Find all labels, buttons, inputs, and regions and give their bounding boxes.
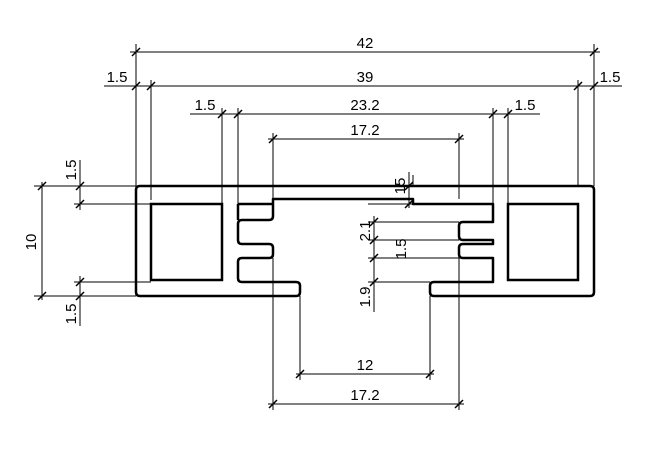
dim-top-skin: 1.5	[63, 160, 80, 181]
dim-top-opening: 17.2	[350, 122, 379, 139]
dim-left-wall: 1.5	[107, 69, 128, 86]
dim-right-wall: 1.5	[600, 69, 621, 86]
dim-left-rib: 1.5	[195, 97, 216, 114]
dimension-lines	[37, 47, 622, 409]
dim-pocket-span: 23.2	[350, 97, 379, 114]
dim-bottom-skin: 1.5	[63, 304, 80, 325]
right-pocket	[506, 202, 580, 282]
dim-inner-width: 39	[357, 69, 374, 86]
dim-slot-upper: 2.1	[357, 221, 374, 242]
profile-final	[120, 170, 610, 310]
dim-right-rib: 1.5	[515, 97, 536, 114]
dim-center-top: 15	[392, 178, 409, 195]
dim-slot-lower: 1.9	[357, 287, 374, 308]
dim-slot-middle: 1.5	[393, 239, 410, 260]
left-pocket	[149, 202, 224, 282]
dimension-labels: 42 39 1.5 1.5 1.5 23.2 1.5 17.2 10 1.5 1…	[23, 35, 620, 404]
dim-bottom-opening: 12	[357, 357, 374, 374]
extension-lines	[34, 44, 595, 410]
dim-overall-width: 42	[357, 35, 374, 52]
dim-height: 10	[23, 234, 40, 251]
dim-bottom-span: 17.2	[350, 387, 379, 404]
